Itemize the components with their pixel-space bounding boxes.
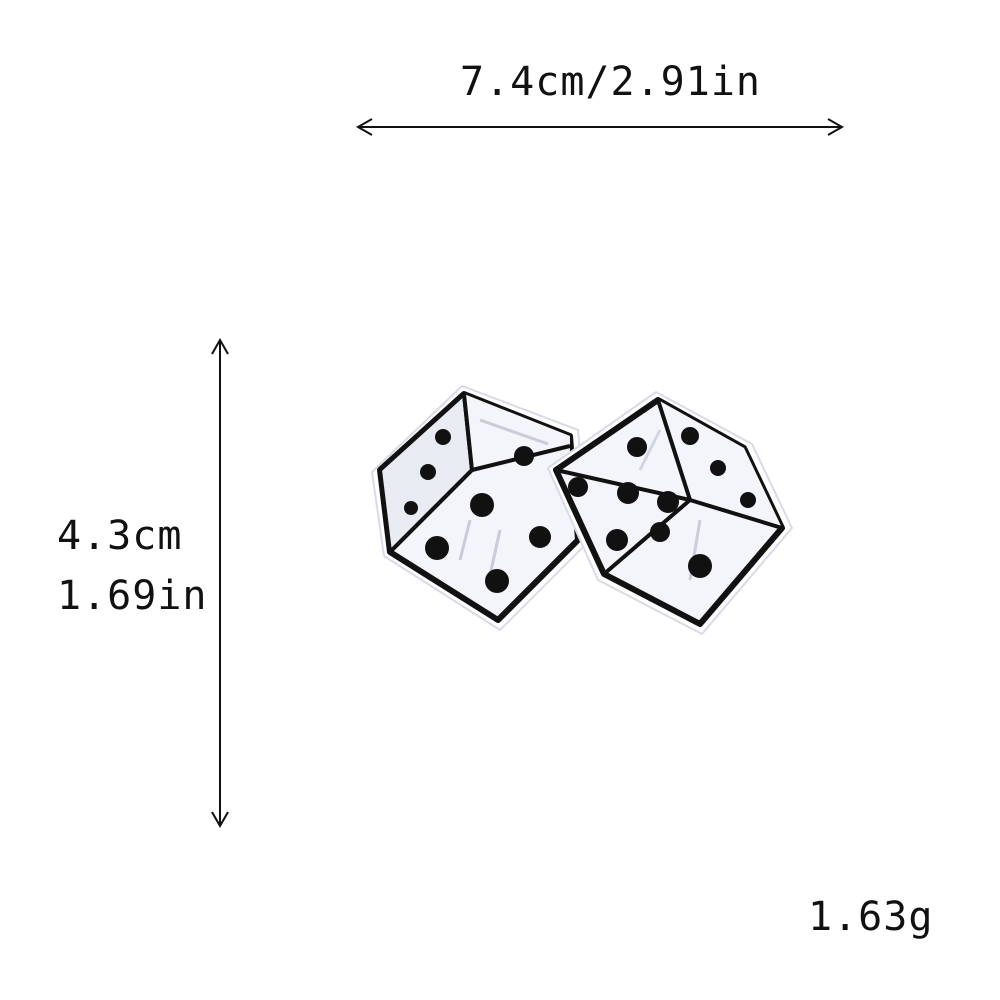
height-dimension-cm-label: 4.3cm bbox=[57, 513, 183, 559]
width-arrow bbox=[355, 118, 845, 136]
weight-label: 1.63g bbox=[808, 894, 934, 940]
height-dimension-in-label: 1.69in bbox=[57, 573, 208, 619]
dice-patch-icon bbox=[370, 384, 794, 636]
right-die bbox=[546, 390, 794, 636]
width-dimension-label: 7.4cm/2.91in bbox=[460, 59, 761, 105]
left-die bbox=[370, 384, 590, 632]
height-arrow bbox=[211, 337, 229, 829]
